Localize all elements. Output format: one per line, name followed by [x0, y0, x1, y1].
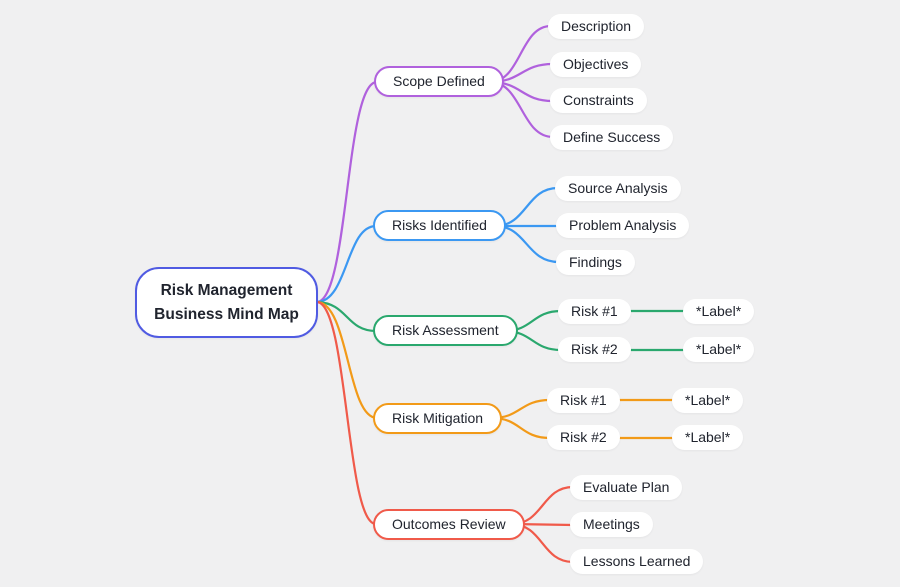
leaf-mitigation-risk-1-link-label[interactable]: *Label*: [672, 388, 744, 413]
leaf-meetings[interactable]: Meetings: [570, 512, 653, 537]
leaf-assessment-risk-2[interactable]: Risk #2: [558, 337, 631, 362]
branch-risks-identified[interactable]: Risks Identified: [373, 210, 506, 241]
leaf-label: Meetings: [583, 516, 640, 532]
edge-root-risk-assessment: [315, 300, 378, 333]
leaf-label: Description: [561, 18, 632, 34]
leaf-problem-analysis[interactable]: Problem Analysis: [556, 213, 690, 238]
leaf-mitigation-risk-1[interactable]: Risk #1: [547, 388, 620, 413]
leaf-label: Evaluate Plan: [583, 479, 670, 495]
leaf-label: Constraints: [563, 92, 634, 108]
leaf-label: Risk #1: [560, 392, 607, 408]
branch-risk-assessment[interactable]: Risk Assessment: [373, 315, 518, 346]
leaf-source-analysis[interactable]: Source Analysis: [555, 176, 681, 201]
leaf-label: Lessons Learned: [583, 553, 691, 569]
leaf-mitigation-risk-2[interactable]: Risk #2: [547, 425, 620, 450]
branch-label: Risks Identified: [392, 217, 487, 233]
leaf-label: Source Analysis: [568, 180, 668, 196]
leaf-label: Risk #1: [571, 303, 618, 319]
leaf-assessment-risk-1[interactable]: Risk #1: [558, 299, 631, 324]
edge-root-risks-identified: [315, 224, 378, 304]
edge-root-risk-mitigation: [315, 300, 379, 420]
branch-label: Risk Assessment: [392, 322, 499, 338]
leaf-define-success[interactable]: Define Success: [550, 125, 674, 150]
leaf-findings[interactable]: Findings: [556, 250, 635, 275]
leaf-lessons-learned[interactable]: Lessons Learned: [570, 549, 704, 574]
leaf-label: Risk #2: [560, 429, 607, 445]
leaf-label: Risk #2: [571, 341, 618, 357]
branch-scope-defined[interactable]: Scope Defined: [374, 66, 504, 97]
leaf-label: Findings: [569, 254, 622, 270]
root-node-label: Risk Management Business Mind Map: [154, 282, 299, 323]
leaf-label: Define Success: [563, 129, 661, 145]
leaf-label: *Label*: [685, 429, 731, 445]
leaf-objectives[interactable]: Objectives: [550, 52, 642, 77]
leaf-mitigation-risk-2-link-label[interactable]: *Label*: [672, 425, 744, 450]
leaf-label: Objectives: [563, 56, 629, 72]
edge-root-outcomes-review: [315, 300, 378, 526]
leaf-evaluate-plan[interactable]: Evaluate Plan: [570, 475, 683, 500]
leaf-label: Problem Analysis: [569, 217, 677, 233]
branch-label: Outcomes Review: [392, 516, 506, 532]
leaf-description[interactable]: Description: [548, 14, 645, 39]
leaf-label: *Label*: [696, 303, 742, 319]
root-node[interactable]: Risk Management Business Mind Map: [135, 267, 318, 338]
leaf-label: *Label*: [685, 392, 731, 408]
branch-outcomes-review[interactable]: Outcomes Review: [373, 509, 525, 540]
leaf-constraints[interactable]: Constraints: [550, 88, 647, 113]
leaf-label: *Label*: [696, 341, 742, 357]
branch-label: Risk Mitigation: [392, 410, 484, 426]
leaf-assessment-risk-2-link-label[interactable]: *Label*: [683, 337, 755, 362]
edge-root-scope-defined: [315, 80, 379, 304]
leaf-assessment-risk-1-link-label[interactable]: *Label*: [683, 299, 755, 324]
branch-risk-mitigation[interactable]: Risk Mitigation: [373, 403, 503, 434]
branch-label: Scope Defined: [393, 73, 485, 89]
